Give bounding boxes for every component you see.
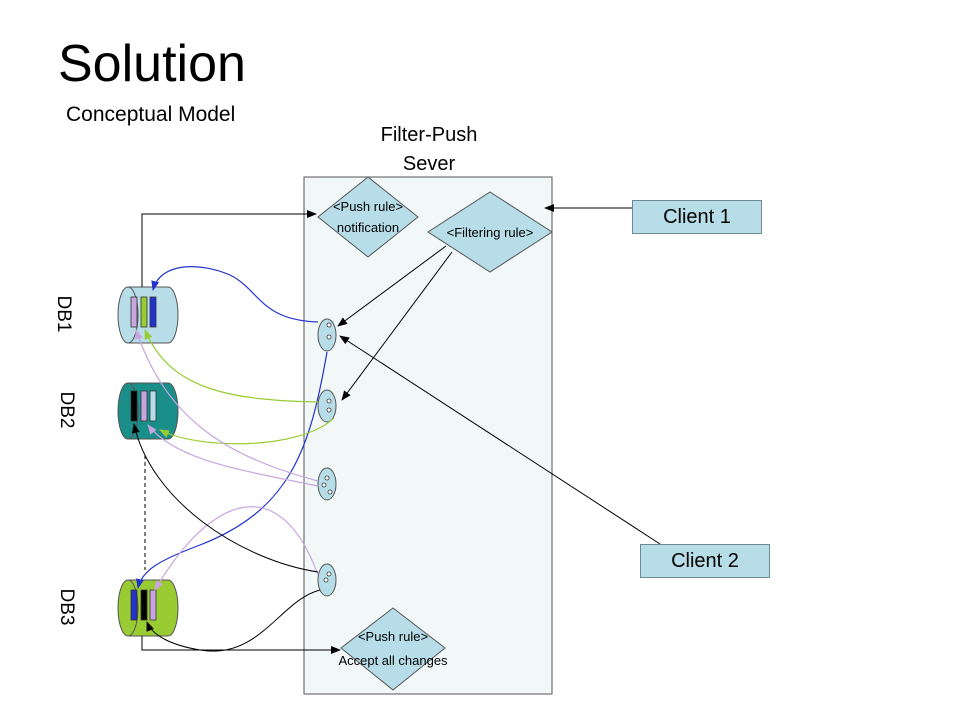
server-label-line1: Filter-Push — [380, 124, 478, 146]
black-port4-to-db3 — [146, 589, 321, 652]
port-1 — [317, 318, 337, 352]
port-2 — [317, 389, 337, 423]
client2-to-port1-arrow — [339, 335, 661, 545]
db3-cylinder — [117, 579, 179, 637]
db1-label: DB1 — [53, 295, 74, 333]
client2-box: Client 2 — [640, 544, 770, 578]
db3-label: DB3 — [56, 588, 77, 626]
filtering-rule: <Filtering rule> — [427, 191, 553, 273]
db2-label: DB2 — [56, 391, 77, 429]
black-port4-to-db2 — [131, 423, 319, 573]
push-rule-accept-all: <Push rule> Accept all changes — [338, 607, 448, 691]
push-rule-notification: <Push rule> notification — [317, 176, 419, 258]
lilac-port4-to-db3 — [154, 506, 319, 591]
db1-to-push-notification-arrow — [141, 210, 317, 287]
push-rule-bottom-line1: <Push rule> — [358, 629, 428, 644]
server-label: Filter-Push Sever — [360, 121, 498, 179]
push-rule-top-line1: <Push rule> — [333, 199, 403, 214]
server-label-line2: Sever — [402, 153, 456, 175]
green-port2-to-db1 — [144, 329, 319, 403]
db3-to-push-accept-arrow — [141, 636, 341, 654]
blue-port1-to-db3 — [136, 351, 328, 589]
slide-subtitle: Conceptual Model — [66, 103, 236, 126]
push-rule-bottom-line2: Accept all changes — [338, 653, 448, 668]
port-3 — [317, 467, 337, 501]
green-port2-to-db2 — [159, 417, 335, 445]
db1-cylinder — [117, 286, 179, 344]
blue-port1-to-db1 — [151, 266, 319, 323]
db2-cylinder — [117, 382, 179, 440]
push-rule-top-line2: notification — [337, 220, 399, 235]
port-4 — [317, 563, 337, 597]
filter-to-port2-arrow — [341, 251, 453, 401]
lilac-port3-to-db2 — [147, 424, 319, 487]
filtering-rule-label: <Filtering rule> — [447, 225, 534, 240]
filter-to-port1-arrow — [337, 245, 447, 327]
client1-box: Client 1 — [632, 200, 762, 234]
slide-title: Solution — [58, 35, 246, 93]
server-box — [303, 176, 553, 695]
lilac-port3-to-db1 — [135, 329, 319, 482]
